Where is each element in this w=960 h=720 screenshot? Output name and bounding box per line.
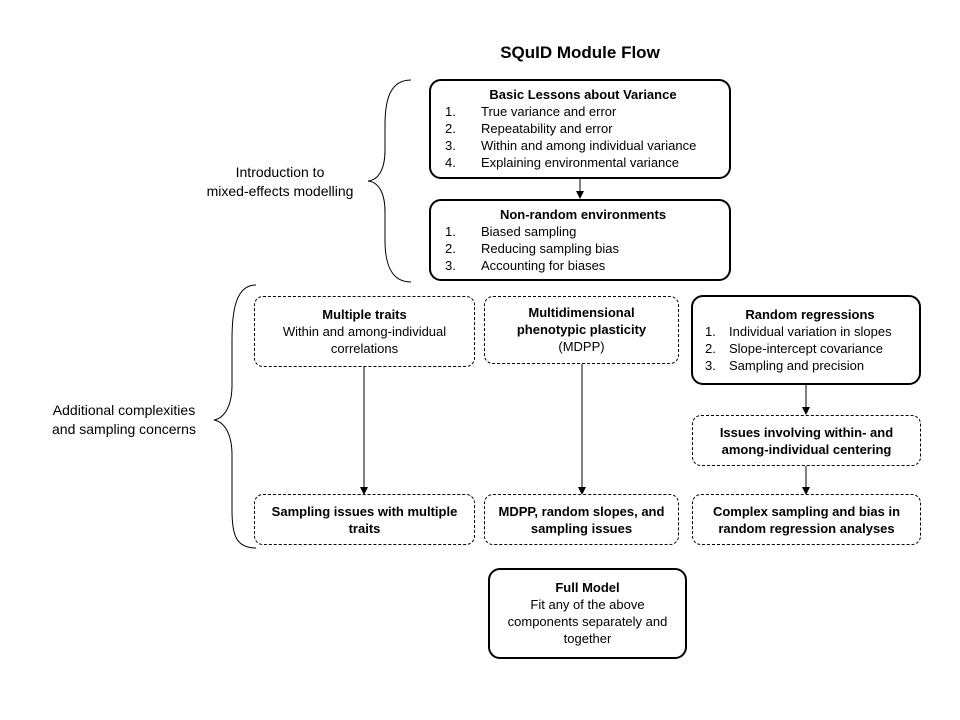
box-title-line: Sampling issues with multiple	[271, 503, 458, 519]
box-body-line: together	[563, 631, 612, 646]
intro-label-line: Introduction to	[235, 164, 325, 180]
item-number: 1.	[705, 324, 716, 339]
box-title-line: Multidimensional	[528, 305, 635, 320]
item-text: Within and among individual variance	[481, 138, 697, 153]
list-item: 1. Individual variation in slopes	[705, 323, 915, 340]
item-number: 4.	[445, 155, 456, 170]
basic-lessons-box: Basic Lessons about Variance 1. True vari…	[429, 79, 731, 179]
box-title-line: MDPP, random slopes, and	[498, 503, 665, 519]
intro-label-line: mixed-effects modelling	[206, 183, 354, 199]
item-text: Biased sampling	[481, 224, 577, 239]
topic-list: 1. Biased sampling 2. Reducing sampling bi…	[445, 223, 721, 274]
box-title-line: sampling issues	[530, 520, 633, 536]
full-model-box: Full Model Fit any of the above componen…	[488, 568, 687, 659]
item-number: 3.	[445, 258, 456, 273]
item-number: 3.	[445, 138, 456, 153]
item-number: 2.	[705, 341, 716, 356]
box-body: (MDPP)	[558, 339, 605, 354]
intro-brace	[367, 79, 412, 283]
list-item: 2. Reducing sampling bias	[445, 240, 721, 257]
item-text: Individual variation in slopes	[729, 324, 892, 339]
item-text: True variance and error	[481, 104, 617, 119]
list-item: 2. Slope-intercept covariance	[705, 340, 915, 357]
list-item: 3. Accounting for biases	[445, 257, 721, 274]
item-text: Accounting for biases	[481, 258, 606, 273]
mdpp-random-slopes-box: MDPP, random slopes, and sampling issues	[484, 494, 679, 545]
multiple-traits-box: Multiple traits Within and among-individ…	[254, 296, 475, 367]
complexities-label-line: Additional complexities	[52, 402, 196, 418]
box-title: Random regressions	[745, 307, 875, 322]
box-body-line: Fit any of the above	[530, 597, 645, 612]
box-title: Full Model	[555, 580, 620, 595]
mdpp-box: Multidimensional phenotypic plasticity (…	[484, 296, 679, 364]
item-text: Reducing sampling bias	[481, 241, 620, 256]
box-body-line: components separately and	[507, 614, 668, 629]
box-title: Basic Lessons about Variance	[489, 87, 677, 102]
list-item: 4. Explaining environmental variance	[445, 154, 721, 171]
sampling-multiple-traits-box: Sampling issues with multiple traits	[254, 494, 475, 545]
box-title-line: Issues involving within- and	[719, 424, 894, 440]
complexities-brace	[213, 284, 257, 549]
list-item: 3. Sampling and precision	[705, 357, 915, 374]
intro-section-label: Introduction to mixed-effects modelling	[195, 163, 365, 201]
item-number: 1.	[445, 104, 456, 119]
item-text: Repeatability and error	[481, 121, 613, 136]
box-title: Multiple traits	[322, 307, 407, 322]
item-text: Sampling and precision	[729, 358, 865, 373]
centering-issues-box: Issues involving within- and among-indiv…	[692, 415, 921, 466]
list-item: 1. True variance and error	[445, 103, 721, 120]
box-title-line: random regression analyses	[718, 520, 895, 536]
list-item: 2. Repeatability and error	[445, 120, 721, 137]
box-body-line: correlations	[330, 341, 399, 356]
box-title-line: phenotypic plasticity	[516, 322, 647, 337]
box-title-line: among-individual centering	[721, 441, 892, 457]
item-number: 1.	[445, 224, 456, 239]
non-random-environments-box: Non-random environments 1. Biased samplin…	[429, 199, 731, 281]
box-title-line: Complex sampling and bias in	[712, 503, 901, 519]
topic-list: 1. Individual variation in slopes 2. Slope…	[705, 323, 915, 374]
complexities-section-label: Additional complexities and sampling con…	[36, 401, 212, 439]
box-title: Non-random environments	[499, 207, 667, 222]
item-number: 3.	[705, 358, 716, 373]
box-title-line: traits	[348, 520, 381, 536]
item-text: Explaining environmental variance	[481, 155, 680, 170]
complex-sampling-box: Complex sampling and bias in random regr…	[692, 494, 921, 545]
list-item: 3. Within and among individual variance	[445, 137, 721, 154]
lesson-list: 1. True variance and error 2. Repeatabilit…	[445, 103, 721, 171]
item-text: Slope-intercept covariance	[729, 341, 883, 356]
item-number: 2.	[445, 241, 456, 256]
complexities-label-line: and sampling concerns	[52, 421, 196, 437]
item-number: 2.	[445, 121, 456, 136]
random-regressions-box: Random regressions 1. Individual variatio…	[691, 295, 921, 385]
diagram-title: SQuID Module Flow	[500, 43, 660, 62]
box-body-line: Within and among-individual	[282, 324, 447, 339]
list-item: 1. Biased sampling	[445, 223, 721, 240]
